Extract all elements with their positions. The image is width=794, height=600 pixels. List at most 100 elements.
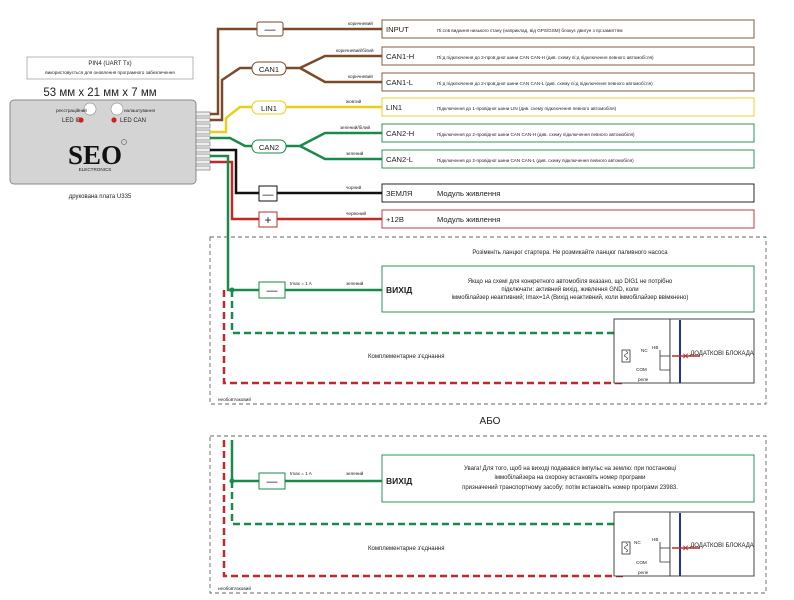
registered-icon xyxy=(121,139,127,145)
svg-text:LIN1: LIN1 xyxy=(261,104,277,113)
svg-text:CAN1-H: CAN1-H xyxy=(386,52,414,61)
svg-text:INPUT: INPUT xyxy=(386,25,409,34)
note-line-2: використовується для оновлення програмно… xyxy=(45,70,175,75)
svg-text:Пі:слв видання низького стану: Пі:слв видання низького стану (наприклад… xyxy=(437,28,623,33)
terminal-gnd: ЗЕМЛЯ Модуль живлення xyxy=(381,183,755,203)
svg-text:+: + xyxy=(264,213,271,227)
section2-imax: Imax = 1 A xyxy=(290,471,313,476)
section1-minus-symbol: — xyxy=(258,281,286,299)
wire-out-main xyxy=(210,154,382,292)
wire-can1-l xyxy=(299,66,382,84)
wire-color-can2l: зелений xyxy=(346,150,364,156)
svg-text:LIN1: LIN1 xyxy=(386,103,402,112)
led-id-label: LED ID xyxy=(62,118,82,124)
section2-relay: NC НВ COM реле xyxy=(613,511,676,577)
plus-symbol: + xyxy=(258,211,278,228)
section1-imax: Imax = 1 A xyxy=(290,281,313,286)
terminal-lin1: LIN1 Підключення до 1-провідної шини LIN… xyxy=(381,97,755,117)
led-id-small: реєстраційний xyxy=(56,107,87,113)
svg-text:COM: COM xyxy=(636,367,647,372)
note-box xyxy=(26,56,194,80)
terminal-can2l: CAN2-L Підключення до 2-провідної шини C… xyxy=(381,149,755,169)
wire-12v xyxy=(210,160,382,221)
wire-color-can2h: зелений/білий xyxy=(340,124,371,130)
svg-text:іммобілайзера на охорону встан: іммобілайзера на охорону встановіть номе… xyxy=(495,474,646,481)
brand-sub: ELECTRONICS xyxy=(79,167,112,172)
svg-text:COM: COM xyxy=(636,560,647,565)
svg-text:ВИХІД: ВИХІД xyxy=(386,476,412,486)
wire-color-input: коричневий xyxy=(348,20,373,26)
section2-optional: необов'язковий xyxy=(218,585,251,591)
module-caption: друкована плата U335 xyxy=(69,194,132,200)
can1-tag: CAN1 xyxy=(251,61,287,76)
led-can-label: LED CAN xyxy=(120,118,146,124)
section2-wire-red-dashed xyxy=(222,440,627,578)
terminal-input: INPUT Пі:слв видання низького стану (нап… xyxy=(381,19,755,39)
svg-text:Модуль живлення: Модуль живлення xyxy=(437,189,500,198)
svg-text:ВИХІД: ВИХІД xyxy=(386,285,412,295)
section2-output-box: ВИХІД Увага! Для того, щоб на виході под… xyxy=(381,454,755,503)
terminal-can2h: CAN2-H Підключення до 2-провідної шини C… xyxy=(381,123,755,143)
terminal-can1l: CAN1-L Пі:д підключення до 2-пров:дної ш… xyxy=(381,72,755,92)
section1-comp: Комплементарне з'єднання xyxy=(368,354,444,360)
svg-text:CAN2: CAN2 xyxy=(259,143,279,152)
led-can-housing xyxy=(110,102,124,116)
section2-extra-lock: ✕ ДОДАТКОВІ БЛОКАДА xyxy=(669,511,755,577)
wire-input xyxy=(210,27,382,116)
section1-header: Розімкніть ланцюг стартера. Не розмикайт… xyxy=(472,249,668,256)
wire-lin1 xyxy=(210,105,382,134)
wire-can2-l xyxy=(299,144,382,161)
svg-text:+12В: +12В xyxy=(386,215,404,224)
svg-text:Пі:д підключення до 2-пров:дно: Пі:д підключення до 2-пров:дної шини CAN… xyxy=(437,55,654,60)
svg-text:Модуль живлення: Модуль живлення xyxy=(437,215,500,224)
svg-text:ДОДАТКОВІ БЛОКАДА: ДОДАТКОВІ БЛОКАДА xyxy=(690,351,754,357)
wire-color-gnd: чорний xyxy=(346,184,362,190)
svg-text:NC: NC xyxy=(641,348,648,353)
svg-text:підключати: активний вихід, жи: підключати: активний вихід, живлення GND… xyxy=(501,286,638,293)
led-can-small: налаштування xyxy=(124,108,155,113)
section2-wire-color: зелений xyxy=(346,470,364,476)
svg-text:—: — xyxy=(267,476,278,488)
svg-text:CAN2-L: CAN2-L xyxy=(386,155,413,164)
module-pins xyxy=(195,111,211,171)
svg-text:Якщо на схемі для конкретного: Якщо на схемі для конкретного автомобіля… xyxy=(468,279,673,285)
svg-text:—: — xyxy=(267,285,278,297)
section1-frame xyxy=(209,236,767,405)
wire-color-can1l: коричневий xyxy=(348,73,373,79)
section1-wire-red-dashed xyxy=(222,290,627,385)
svg-text:реле: реле xyxy=(638,377,649,382)
svg-text:НВ: НВ xyxy=(652,537,658,542)
wire-color-lin1: жовтий xyxy=(346,98,362,104)
can2-tag: CAN2 xyxy=(251,139,287,154)
input-minus-symbol: — xyxy=(256,21,284,37)
svg-text:ДОДАТКОВІ БЛОКАДА: ДОДАТКОВІ БЛОКАДА xyxy=(690,543,754,549)
section1-relay: NC НВ COM реле xyxy=(613,318,676,384)
svg-text:Пі:д підключення до 2-пров:дно: Пі:д підключення до 2-пров:дної шини CAN… xyxy=(437,81,653,86)
section1-output-box: ВИХІД Якщо на схемі для конкретного авто… xyxy=(381,265,755,313)
svg-text:реле: реле xyxy=(638,570,649,575)
svg-text:✕: ✕ xyxy=(682,351,689,361)
wire-can1-h xyxy=(299,54,382,70)
section1-optional: необов'язковий xyxy=(218,396,251,402)
svg-text:—: — xyxy=(265,24,276,36)
section2-minus-symbol: — xyxy=(258,472,286,490)
svg-text:ЗЕМЛЯ: ЗЕМЛЯ xyxy=(386,189,412,198)
section1-extra-lock: ✕ ДОДАТКОВІ БЛОКАДА xyxy=(669,318,755,384)
svg-text:—: — xyxy=(263,189,274,201)
dimensions: 53 мм х 21 мм х 7 мм xyxy=(43,87,156,99)
svg-text:Підключення до 2-провідної шин: Підключення до 2-провідної шини CAN CAN-… xyxy=(437,132,635,137)
wire-color-12v: червоний xyxy=(346,210,367,216)
svg-text:Підключення до 2-провідної шин: Підключення до 2-провідної шини CAN CAN-… xyxy=(437,158,634,163)
svg-text:призначений транспортному засо: призначений транспортному засобу; потім … xyxy=(462,484,678,491)
section2-frame xyxy=(209,435,767,594)
svg-text:CAN1-L: CAN1-L xyxy=(386,78,413,87)
svg-text:✕: ✕ xyxy=(682,543,689,553)
svg-text:CAN1: CAN1 xyxy=(259,65,279,74)
wire-gnd xyxy=(210,148,382,195)
section1-junction xyxy=(229,287,235,293)
svg-text:NC: NC xyxy=(634,540,641,545)
terminal-can1h: CAN1-H Пі:д підключення до 2-пров:дної ш… xyxy=(381,46,755,66)
section2-junction xyxy=(229,478,235,484)
svg-text:НВ: НВ xyxy=(652,345,658,350)
